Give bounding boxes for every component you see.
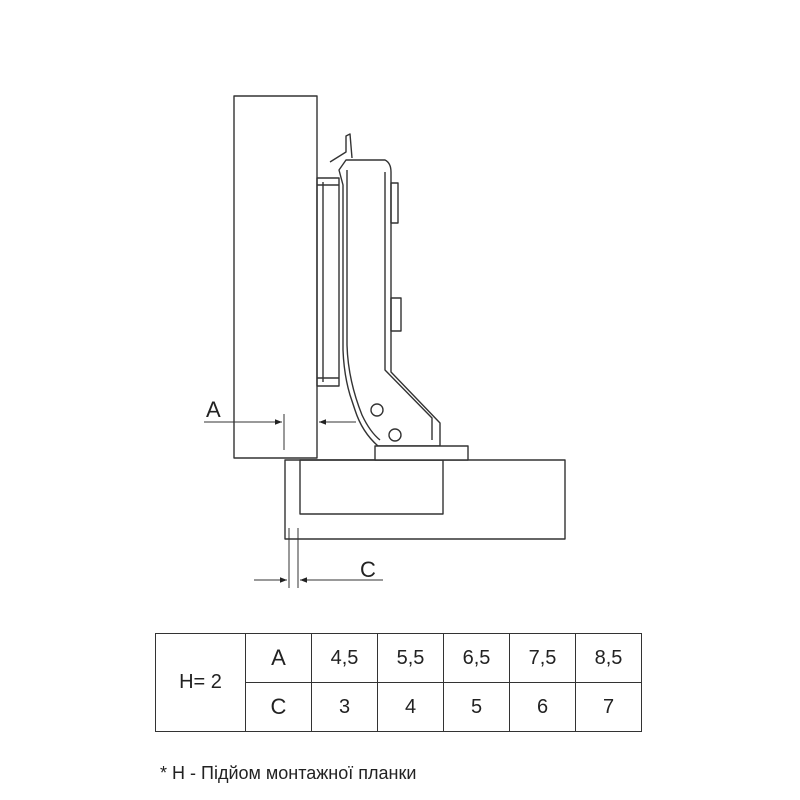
dimension-a-label: A: [206, 397, 221, 422]
screw-top: [390, 182, 399, 224]
param-label-c: C: [245, 682, 312, 732]
hinge-arm: [338, 159, 441, 447]
table-cell: 4,5: [311, 633, 378, 683]
table-cell: 6,5: [443, 633, 510, 683]
table-cell: 5,5: [377, 633, 444, 683]
table-row: H= 2 A 4,5 5,5 6,5 7,5 8,5: [155, 633, 642, 732]
table-cell: 6: [509, 682, 576, 732]
mount-height-label: H= 2: [155, 633, 246, 732]
cabinet-recess: [299, 459, 444, 515]
hinge-clip: [329, 133, 353, 163]
pivot-hole-upper: [370, 403, 384, 417]
table-row: C 3 4 5 6 7: [156, 682, 642, 732]
dimension-a: [204, 414, 356, 450]
table-cell: 7: [575, 682, 642, 732]
table-cell: 4: [377, 682, 444, 732]
spec-table: H= 2 A 4,5 5,5 6,5 7,5 8,5 C 3 4 5 6 7: [155, 633, 642, 732]
table-cell: 3: [311, 682, 378, 732]
table-cell: 7,5: [509, 633, 576, 683]
dimension-c-label: C: [360, 557, 376, 582]
param-label-a: A: [245, 633, 312, 683]
door-panel: [233, 95, 318, 459]
footnote: * H - Підйом монтажної планки: [160, 763, 417, 783]
screw-bottom: [390, 297, 402, 332]
hinge-cup: [316, 177, 340, 387]
hinge-diagram: A C: [204, 95, 566, 588]
pivot-hole-lower: [388, 428, 402, 442]
cabinet-panel: [284, 459, 566, 540]
table-cell: 8,5: [575, 633, 642, 683]
mounting-plate: [374, 445, 469, 461]
dimension-c: [254, 528, 383, 588]
hinge: [316, 133, 469, 461]
table-cell: 5: [443, 682, 510, 732]
